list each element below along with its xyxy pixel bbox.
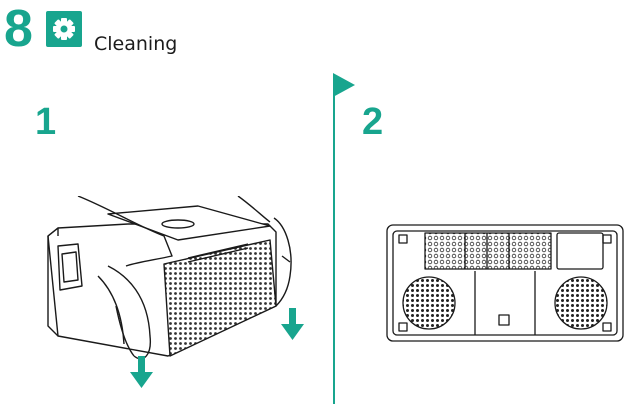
chapter-title: Cleaning [94, 33, 178, 55]
gear-icon [46, 11, 82, 47]
chapter-number: 8 [4, 0, 33, 58]
step-divider [333, 82, 335, 404]
step-2-illustration [386, 224, 624, 342]
step-1-number: 1 [35, 101, 57, 143]
step-2-number: 2 [362, 101, 384, 143]
step-1-illustration [47, 196, 304, 388]
step-flag-icon [333, 73, 355, 97]
